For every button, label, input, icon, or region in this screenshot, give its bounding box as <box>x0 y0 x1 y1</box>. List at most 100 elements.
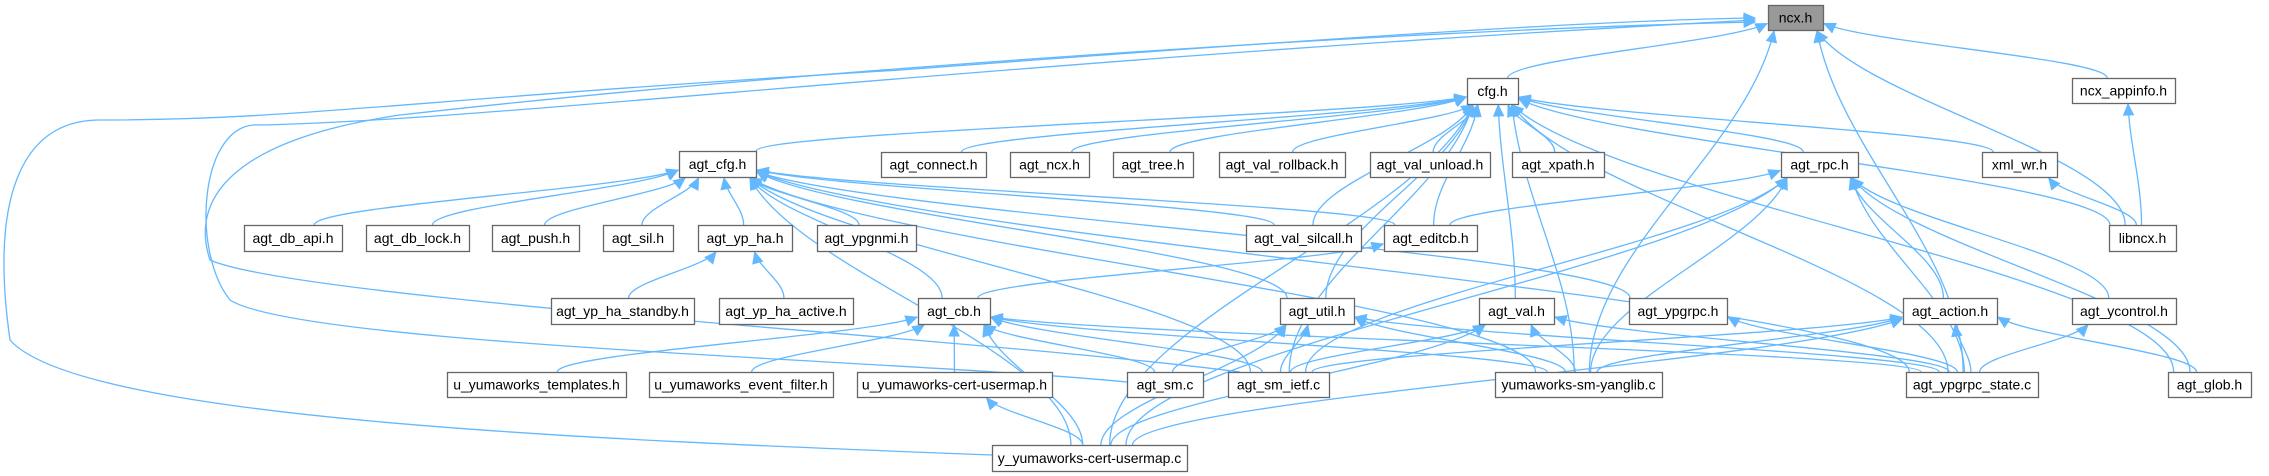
edge-yumaworks-sm-yanglib-c-to-agt-val-h <box>1530 323 1577 373</box>
edge-agt-yp-ha-active-h-to-agt-yp-ha-h <box>752 250 785 299</box>
edge-agt-glob-h-to-cfg-h <box>1511 104 2175 373</box>
edge-line <box>756 171 1631 299</box>
node-agt-ypgnmi-h[interactable]: agt_ypgnmi.h <box>816 224 918 253</box>
arrowhead-icon <box>1472 324 1486 337</box>
node-label: agt_yp_ha_standby.h <box>556 303 689 319</box>
edge-line <box>1554 316 1950 373</box>
node-yumaworks-sm-yanglib-c[interactable]: yumaworks-sm-yanglib.c <box>1494 371 1664 399</box>
edge-cfg-h-to-ncx-h <box>1507 22 1769 79</box>
node-libncx-h[interactable]: libncx.h <box>2108 224 2178 253</box>
node-u-yumaworks-cert-usermap-h[interactable]: u_yumaworks-cert-usermap.h <box>856 371 1054 399</box>
node-label: agt_sm_ietf.c <box>1237 377 1320 393</box>
node-agt-yp-ha-h[interactable]: agt_yp_ha.h <box>697 224 794 253</box>
edge-line <box>1997 316 2198 373</box>
edge-line <box>1851 177 2110 299</box>
arrowhead-icon <box>1822 22 1837 34</box>
arrowhead-icon <box>1530 323 1541 338</box>
node-u-yumaworks-event-filter-h[interactable]: u_yumaworks_event_filter.h <box>648 371 835 399</box>
node-xml-wr-h[interactable]: xml_wr.h <box>1981 151 2059 179</box>
node-label: agt_action.h <box>1912 303 1988 319</box>
node-agt-ypgrpc-state-c[interactable]: agt_ypgrpc_state.c <box>1905 371 2040 399</box>
edge-u-yumaworks-event-filter-h-to-agt-cb-h <box>751 324 926 373</box>
node-agt-tree-h[interactable]: agt_tree.h <box>1112 151 1195 179</box>
edge-line <box>1125 177 1788 446</box>
node-cfg-h[interactable]: cfg.h <box>1466 77 1520 106</box>
edge-agt-ypgrpc-state-c-to-agt-val-h <box>1553 315 1950 373</box>
node-label: y_yumaworks-cert-usermap.c <box>998 450 1182 466</box>
node-agt-sm-ietf-c[interactable]: agt_sm_ietf.c <box>1227 371 1331 399</box>
arrowhead-icon <box>1754 23 1769 34</box>
arrowhead-icon <box>1464 103 1476 118</box>
arrowhead-icon <box>1996 316 2011 329</box>
node-agt-sil-h[interactable]: agt_sil.h <box>602 224 675 253</box>
edge-ncx-appinfo-h-to-ncx-h <box>1822 22 2108 79</box>
node-agt-cfg-h[interactable]: agt_cfg.h <box>678 150 758 179</box>
node-agt-rpc-h[interactable]: agt_rpc.h <box>1780 151 1860 179</box>
edge-line <box>205 19 1756 383</box>
node-y-yumaworks-cert-usermap-c[interactable]: y_yumaworks-cert-usermap.c <box>991 444 1189 473</box>
node-label: xml_wr.h <box>1992 157 2047 173</box>
edge-agt-sm-ietf-c-to-ncx-h <box>204 16 1757 373</box>
edge-line <box>986 397 1084 446</box>
node-agt-val-rollback-h[interactable]: agt_val_rollback.h <box>1218 151 1347 179</box>
arrowhead-icon <box>1765 29 1778 44</box>
arrowhead-icon <box>752 250 764 265</box>
arrowhead-icon <box>1889 317 1904 329</box>
node-agt-db-api-h[interactable]: agt_db_api.h <box>243 224 344 253</box>
edge-line <box>627 251 717 299</box>
node-label: agt_xpath.h <box>1521 157 1594 173</box>
edge-line <box>543 177 686 226</box>
node-agt-action-h[interactable]: agt_action.h <box>1902 297 1999 326</box>
edge-agt-db-lock-h-to-agt-cfg-h <box>431 169 680 226</box>
edge-line <box>749 177 1252 373</box>
edge-line <box>1851 177 2191 373</box>
node-label: agt_db_lock.h <box>374 230 461 246</box>
node-ncx-appinfo-h[interactable]: ncx_appinfo.h <box>2071 77 2177 105</box>
node-agt-sm-c[interactable]: agt_sm.c <box>1126 371 1205 399</box>
edge-agt-sil-h-to-agt-cfg-h <box>641 176 700 226</box>
edge-libncx-h-to-ncx-appinfo-h <box>2122 102 2143 226</box>
edge-agt-ypgrpc-state-c-to-agt-action-h <box>1951 323 1972 373</box>
node-label: agt_sil.h <box>612 230 664 246</box>
edge-xml-wr-h-to-cfg-h <box>1517 94 1994 153</box>
edge-line <box>1449 169 1781 226</box>
node-label: agt_rpc.h <box>1790 157 1848 173</box>
edge-line <box>313 169 679 226</box>
node-label: agt_ypgnmi.h <box>824 230 908 246</box>
arrowhead-icon <box>989 312 1004 325</box>
edge-line <box>749 177 1537 373</box>
node-agt-val-unload-h[interactable]: agt_val_unload.h <box>1369 151 1492 179</box>
node-agt-util-h[interactable]: agt_util.h <box>1279 297 1356 326</box>
node-label: agt_glob.h <box>2177 377 2242 393</box>
edge-line <box>556 316 918 373</box>
node-agt-ypgrpc-h[interactable]: agt_ypgrpc.h <box>1628 297 1729 326</box>
node-agt-yp-ha-active-h[interactable]: agt_yp_ha_active.h <box>718 297 855 326</box>
arrowhead-icon <box>1767 169 1782 181</box>
arrowhead-icon <box>904 315 919 327</box>
node-agt-ycontrol-h[interactable]: agt_ycontrol.h <box>2071 297 2178 326</box>
node-agt-ncx-h[interactable]: agt_ncx.h <box>1009 151 1091 179</box>
node-label: u_yumaworks-cert-usermap.h <box>862 377 1047 393</box>
node-agt-cb-h[interactable]: agt_cb.h <box>917 297 992 326</box>
edge-line <box>1596 316 1903 373</box>
arrowhead-icon <box>704 251 717 265</box>
node-agt-db-lock-h[interactable]: agt_db_lock.h <box>365 224 471 253</box>
node-agt-push-h[interactable]: agt_push.h <box>491 224 581 253</box>
edge-agt-sm-c-to-ncx-h <box>205 14 1757 383</box>
node-agt-connect-h[interactable]: agt_connect.h <box>880 151 988 179</box>
node-agt-glob-h[interactable]: agt_glob.h <box>2167 371 2253 399</box>
edge-line <box>756 169 1396 226</box>
edge-agt-action-h-to-agt-rpc-h <box>1848 176 1945 299</box>
arrowhead-icon <box>982 323 994 338</box>
node-agt-val-h[interactable]: agt_val.h <box>1478 297 1556 326</box>
node-ncx-h[interactable]: ncx.h <box>1767 4 1825 32</box>
node-agt-yp-ha-standby-h[interactable]: agt_yp_ha_standby.h <box>550 297 696 326</box>
node-agt-xpath-h[interactable]: agt_xpath.h <box>1511 151 1606 179</box>
node-agt-editcb-h[interactable]: agt_editcb.h <box>1383 224 1479 253</box>
edge-line <box>755 96 1467 152</box>
node-label: agt_val_rollback.h <box>1226 157 1339 173</box>
node-u-yumaworks-templates-h[interactable]: u_yumaworks_templates.h <box>446 371 628 399</box>
edge-agt-editcb-h-to-agt-rpc-h <box>1449 169 1782 226</box>
node-agt-val-silcall-h[interactable]: agt_val_silcall.h <box>1245 224 1363 253</box>
edge-line <box>990 316 1922 373</box>
